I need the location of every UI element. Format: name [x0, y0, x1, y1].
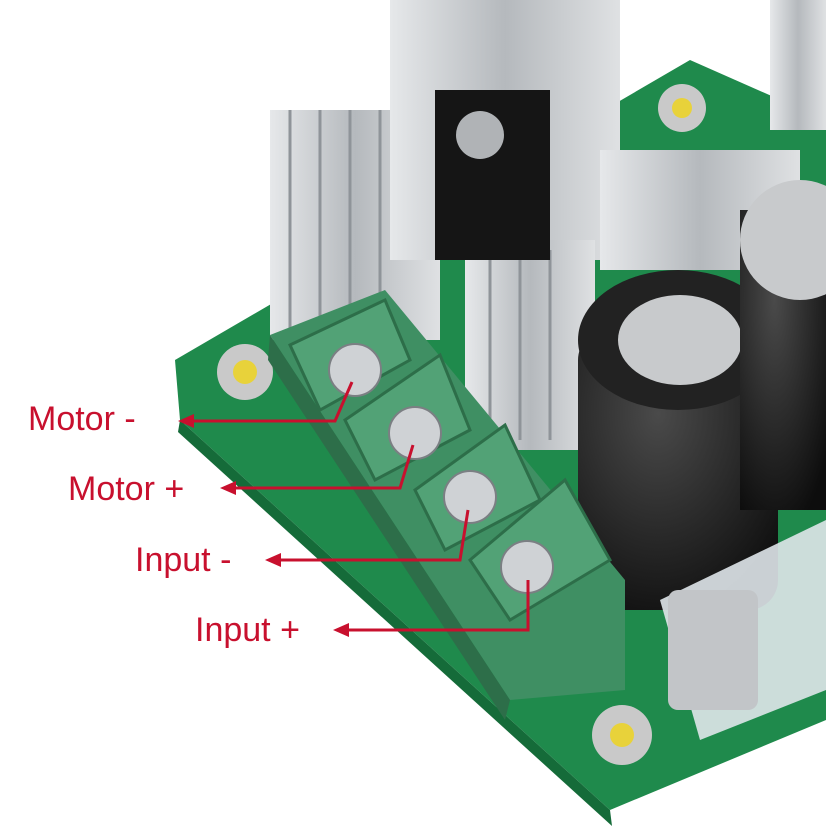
arrow-motor-positive — [232, 444, 415, 490]
label-motor-positive: Motor + — [68, 470, 185, 508]
label-motor-negative: Motor - — [28, 400, 136, 438]
arrowheads — [178, 414, 349, 637]
fuse — [660, 520, 826, 740]
arrow-input-positive — [345, 580, 530, 632]
terminal-block — [268, 290, 625, 720]
callout-arrows — [190, 381, 530, 632]
label-input-negative: Input - — [135, 541, 232, 579]
arrow-motor-negative — [190, 381, 354, 423]
arrow-input-negative — [277, 509, 470, 562]
mounting-holes — [217, 84, 706, 765]
terminal-screws — [328, 343, 554, 594]
capacitors — [578, 180, 826, 610]
label-input-positive: Input + — [195, 611, 300, 649]
